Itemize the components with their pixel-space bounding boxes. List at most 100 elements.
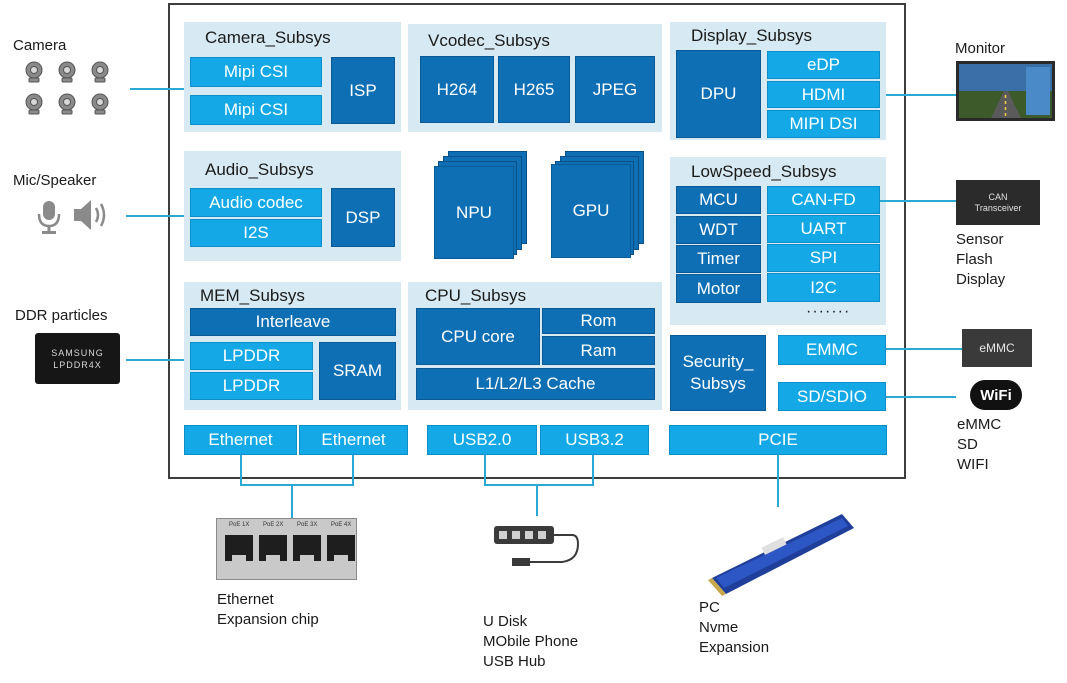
h265-block: H265	[498, 56, 570, 123]
camera-icons	[22, 58, 117, 118]
usb-hub-icon	[492, 524, 584, 572]
npu-block: NPU	[434, 166, 514, 259]
isp-block: ISP	[331, 57, 395, 124]
can-transceiver-icon: CAN Transceiver	[956, 180, 1040, 225]
h264-block: H264	[420, 56, 494, 123]
i2s-block: I2S	[190, 219, 322, 247]
cpu-subsys-title: CPU_Subsys	[425, 286, 527, 305]
pcie-connector	[777, 455, 779, 507]
ethernet-connector-right	[352, 455, 354, 485]
ethernet-connector-left	[240, 455, 242, 485]
mic-speaker-label: Mic/Speaker	[13, 172, 97, 189]
usb-target-udisk: U Disk	[483, 613, 528, 630]
timer-block: Timer	[676, 245, 761, 273]
ethernet-port-label: PoE 1X	[229, 522, 250, 528]
mem-subsys-title: MEM_Subsys	[200, 286, 305, 305]
emmc-chip-icon: eMMC	[962, 329, 1032, 367]
can-line-2: Transceiver	[974, 203, 1022, 213]
monitor-connector	[886, 94, 956, 96]
sdio-connector	[886, 396, 956, 398]
ethernet-connector-bar	[240, 484, 354, 486]
storage-target-emmc: eMMC	[957, 416, 1002, 433]
lowspeed-subsys-title: LowSpeed_Subsys	[691, 162, 837, 181]
uart-block: UART	[767, 215, 880, 243]
vcodec-subsys-title: Vcodec_Subsys	[428, 31, 550, 50]
interleave-block: Interleave	[190, 308, 396, 336]
can-connector	[880, 200, 956, 202]
usb-connector-bar	[484, 484, 594, 486]
usb-connector-drop	[536, 484, 538, 516]
usb-connector-right	[592, 455, 594, 485]
camera-subsys-title: Camera_Subsys	[205, 28, 331, 47]
cpu-core-block: CPU core	[416, 308, 540, 365]
camera-icon	[25, 61, 109, 115]
monitor-icon	[956, 61, 1055, 121]
sram-block: SRAM	[319, 342, 396, 400]
can-target-sensor: Sensor	[956, 231, 1004, 248]
dsp-block: DSP	[331, 188, 395, 247]
lpddr-block-1: LPDDR	[190, 342, 313, 370]
ethernet-switch-icon: PoE 1X PoE 2X PoE 3X PoE 4X	[216, 518, 357, 580]
hdmi-block: HDMI	[767, 81, 880, 108]
speaker-icon	[72, 198, 110, 232]
camera-label: Camera	[13, 37, 67, 54]
mipi-csi-block-1: Mipi CSI	[190, 57, 322, 87]
ethernet-chip-label-1: Ethernet	[217, 591, 274, 608]
gpu-block: GPU	[551, 164, 631, 258]
can-target-display: Display	[956, 271, 1006, 288]
ddr-chip-model: LPDDR4X	[53, 359, 102, 370]
can-line-1: CAN	[988, 192, 1008, 202]
motor-block: Motor	[676, 274, 761, 303]
camera-connector	[130, 88, 184, 90]
usb-target-phone: MObile Phone	[483, 633, 579, 650]
storage-target-wifi: WIFI	[957, 456, 989, 473]
ddr-label: DDR particles	[15, 307, 108, 324]
audio-connector	[126, 215, 184, 217]
ethernet-port-icon	[225, 535, 355, 561]
wifi-logo-text: WiFi	[980, 386, 1012, 404]
i2c-block: I2C	[767, 273, 880, 302]
ethernet-block-1: Ethernet	[184, 425, 297, 455]
usb-connector-left	[484, 455, 486, 485]
edp-block: eDP	[767, 51, 880, 79]
ethernet-port-label: PoE 4X	[331, 522, 352, 528]
mipi-csi-block-2: Mipi CSI	[190, 95, 322, 125]
ethernet-block-2: Ethernet	[299, 425, 408, 455]
dpu-block: DPU	[676, 50, 761, 138]
pcie-target-pc: PC	[699, 599, 720, 616]
ethernet-port-label: PoE 3X	[297, 522, 318, 528]
nvme-ssd-icon	[702, 506, 860, 598]
usb32-block: USB3.2	[540, 425, 649, 455]
ram-block: Ram	[542, 336, 655, 365]
ddr-connector	[126, 359, 184, 361]
mcu-block: MCU	[676, 186, 761, 214]
display-subsys-title: Display_Subsys	[691, 26, 812, 45]
monitor-label: Monitor	[955, 40, 1006, 57]
usb20-block: USB2.0	[427, 425, 537, 455]
ddr-chip-icon: SAMSUNG LPDDR4X	[35, 333, 120, 384]
ddr-chip-brand: SAMSUNG	[51, 347, 104, 358]
rom-block: Rom	[542, 308, 655, 334]
microphone-icon	[36, 199, 62, 235]
emmc-chip-label: eMMC	[979, 341, 1015, 355]
audio-subsys-title: Audio_Subsys	[205, 160, 314, 179]
pcie-block: PCIE	[669, 425, 887, 455]
security-subsys-block: Security_ Subsys	[670, 335, 766, 411]
sdio-block: SD/SDIO	[778, 382, 886, 411]
can-fd-block: CAN-FD	[767, 186, 880, 214]
pcie-target-nvme: Nvme	[699, 619, 739, 636]
cache-block: L1/L2/L3 Cache	[416, 368, 655, 400]
lowspeed-more-dots: ·······	[806, 303, 851, 320]
ethernet-port-label: PoE 2X	[263, 522, 284, 528]
usb-target-hub: USB Hub	[483, 653, 546, 670]
emmc-block: EMMC	[778, 335, 886, 365]
ethernet-connector-drop	[291, 484, 293, 518]
mipi-dsi-block: MIPI DSI	[767, 110, 880, 138]
ethernet-chip-label-2: Expansion chip	[217, 611, 319, 628]
spi-block: SPI	[767, 244, 880, 272]
can-target-flash: Flash	[956, 251, 993, 268]
pcie-target-expansion: Expansion	[699, 639, 770, 656]
audio-codec-block: Audio codec	[190, 188, 322, 217]
wifi-logo-icon: WiFi	[970, 380, 1022, 410]
storage-target-sd: SD	[957, 436, 978, 453]
